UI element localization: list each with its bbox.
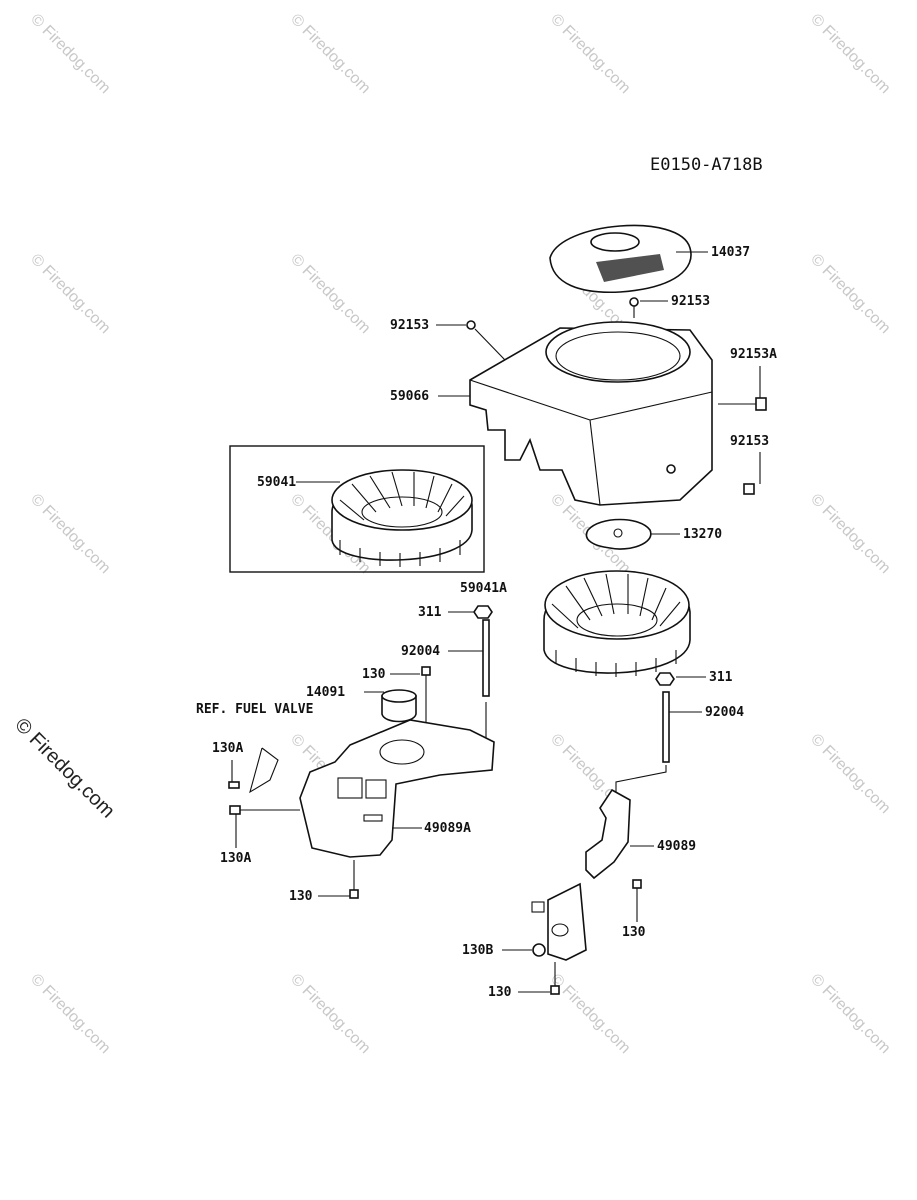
watermark: © Firedog.com: [807, 251, 893, 337]
label-130-left-bottom: 130: [289, 889, 313, 904]
fan-59041A[interactable]: [543, 570, 691, 677]
watermark: © Firedog.com: [807, 731, 893, 817]
collar-14091[interactable]: [364, 689, 417, 723]
label-130-right: 130: [622, 925, 646, 940]
watermark: © Firedog.com: [27, 491, 113, 577]
blower-housing-59066[interactable]: [438, 321, 713, 506]
watermark: © Firedog.com: [547, 11, 633, 97]
shroud-49089A[interactable]: [299, 719, 495, 858]
label-92153-top: 92153: [671, 294, 710, 309]
watermark: © Firedog.com: [807, 11, 893, 97]
label-130A-top: 130A: [212, 741, 243, 756]
watermark: © Firedog.com: [287, 971, 373, 1057]
label-13270: 13270: [683, 527, 722, 542]
watermark: © Firedog.com: [27, 11, 113, 97]
bolt-130B[interactable]: [502, 943, 546, 957]
bolt-92153A[interactable]: [718, 366, 767, 411]
nut-311-right[interactable]: [655, 672, 706, 686]
bolt-130A-bottom[interactable]: [229, 805, 300, 848]
stud-92004-left[interactable]: [448, 619, 490, 740]
bolt-130-right[interactable]: [632, 879, 642, 922]
label-92153-left: 92153: [390, 318, 429, 333]
stud-92004-right[interactable]: [615, 691, 702, 792]
fan-59041[interactable]: [296, 469, 473, 567]
option-box-59041: [229, 445, 485, 573]
watermark: © Firedog.com: [287, 11, 373, 97]
watermark: © Firedog.com: [807, 491, 893, 577]
bolt-130A-top[interactable]: [228, 747, 279, 794]
label-311-right: 311: [709, 670, 733, 685]
label-92153-right: 92153: [730, 434, 769, 449]
watermark: © Firedog.com: [27, 971, 113, 1057]
lower-bracket[interactable]: [531, 882, 587, 961]
label-92153A: 92153A: [730, 347, 777, 362]
bolt-92153-right[interactable]: [666, 452, 761, 495]
bolt-130-bottom[interactable]: [518, 962, 560, 995]
baffle-49089[interactable]: [585, 788, 654, 880]
watermark: © Firedog.com: [287, 251, 373, 337]
label-130A-bottom: 130A: [220, 851, 251, 866]
label-130B: 130B: [462, 943, 493, 958]
label-49089: 49089: [657, 839, 696, 854]
label-311-left: 311: [418, 605, 442, 620]
label-92004-right: 92004: [705, 705, 744, 720]
label-92004-left: 92004: [401, 644, 440, 659]
label-49089A: 49089A: [424, 821, 471, 836]
diagram-code: E0150-A718B: [650, 155, 763, 175]
bolt-130-left-bottom[interactable]: [318, 860, 359, 899]
bolt-92153-top[interactable]: [629, 297, 668, 318]
label-130-bottom: 130: [488, 985, 512, 1000]
label-14091: 14091: [306, 685, 345, 700]
nut-311-left[interactable]: [448, 605, 493, 619]
bolt-92153-left[interactable]: [436, 320, 506, 361]
label-59066: 59066: [390, 389, 429, 404]
label-130-mid: 130: [362, 667, 386, 682]
ref-fuel-valve: REF. FUEL VALVE: [196, 702, 313, 717]
cover-plate-14037[interactable]: [549, 224, 708, 294]
side-watermark: © Firedog.com: [10, 714, 119, 823]
plate-13270[interactable]: [585, 518, 680, 550]
label-59041A: 59041A: [460, 581, 507, 596]
watermark: © Firedog.com: [807, 971, 893, 1057]
watermark: © Firedog.com: [547, 971, 633, 1057]
watermark: © Firedog.com: [27, 251, 113, 337]
label-59041: 59041: [257, 475, 296, 490]
label-14037: 14037: [711, 245, 750, 260]
